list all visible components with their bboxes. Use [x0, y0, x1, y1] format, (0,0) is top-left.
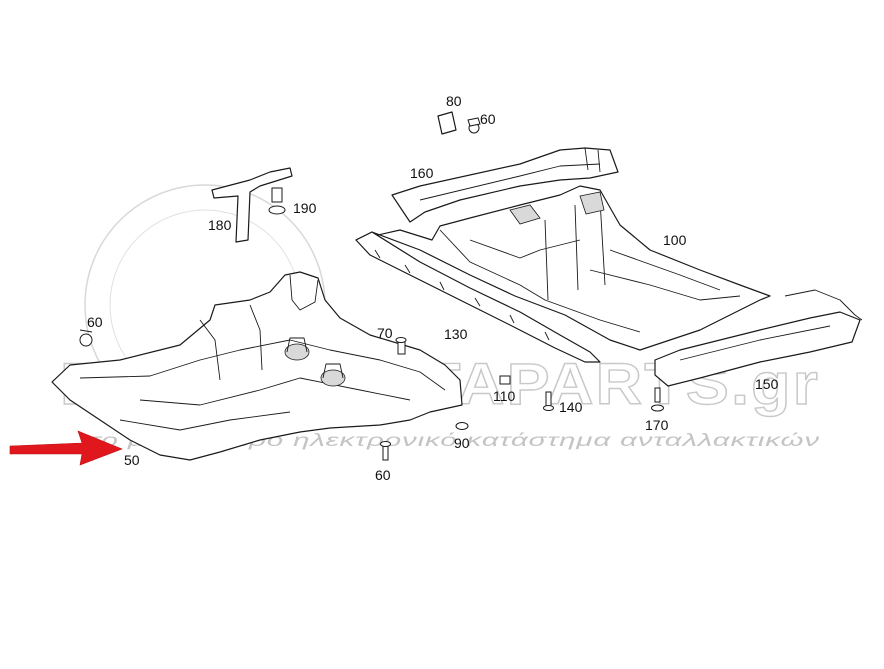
fastener-60-top [467, 117, 481, 134]
callout-110: 110 [493, 388, 516, 404]
callout-170: 170 [645, 417, 669, 433]
part-clip-80 [437, 111, 457, 135]
callout-70: 70 [377, 325, 393, 341]
part-bracket-180 [211, 167, 293, 243]
part-underbody-shield-50 [51, 271, 463, 461]
callout-180: 180 [208, 217, 232, 233]
callout-100: 100 [663, 232, 687, 248]
callout-labels: 80 60 160 190 180 100 60 70 130 110 140 … [87, 93, 779, 483]
callout-80: 80 [446, 93, 462, 109]
callout-140: 140 [559, 399, 583, 415]
fastener-70 [395, 337, 407, 355]
fastener-140 [543, 391, 554, 411]
red-arrow-indicator [9, 430, 123, 466]
callout-90: 90 [454, 435, 470, 451]
part-rear-panel-150 [654, 289, 863, 387]
part-strip-130 [355, 231, 601, 363]
part-rail-160 [391, 147, 619, 223]
part-floor-pan-100 [355, 185, 771, 351]
fastener-170 [651, 387, 664, 412]
fastener-190 [268, 187, 286, 215]
callout-160: 160 [410, 165, 434, 181]
callout-60-bottom: 60 [375, 467, 391, 483]
fasteners [79, 117, 664, 461]
callout-190: 190 [293, 200, 317, 216]
callout-50: 50 [124, 452, 140, 468]
fastener-90 [455, 422, 469, 430]
fastener-60-left [79, 329, 93, 347]
fastener-110 [499, 375, 511, 385]
fastener-60-bottom [380, 441, 391, 461]
callout-130: 130 [444, 326, 468, 342]
callout-60-left: 60 [87, 314, 103, 330]
callout-150: 150 [755, 376, 779, 392]
callout-60-top: 60 [480, 111, 496, 127]
